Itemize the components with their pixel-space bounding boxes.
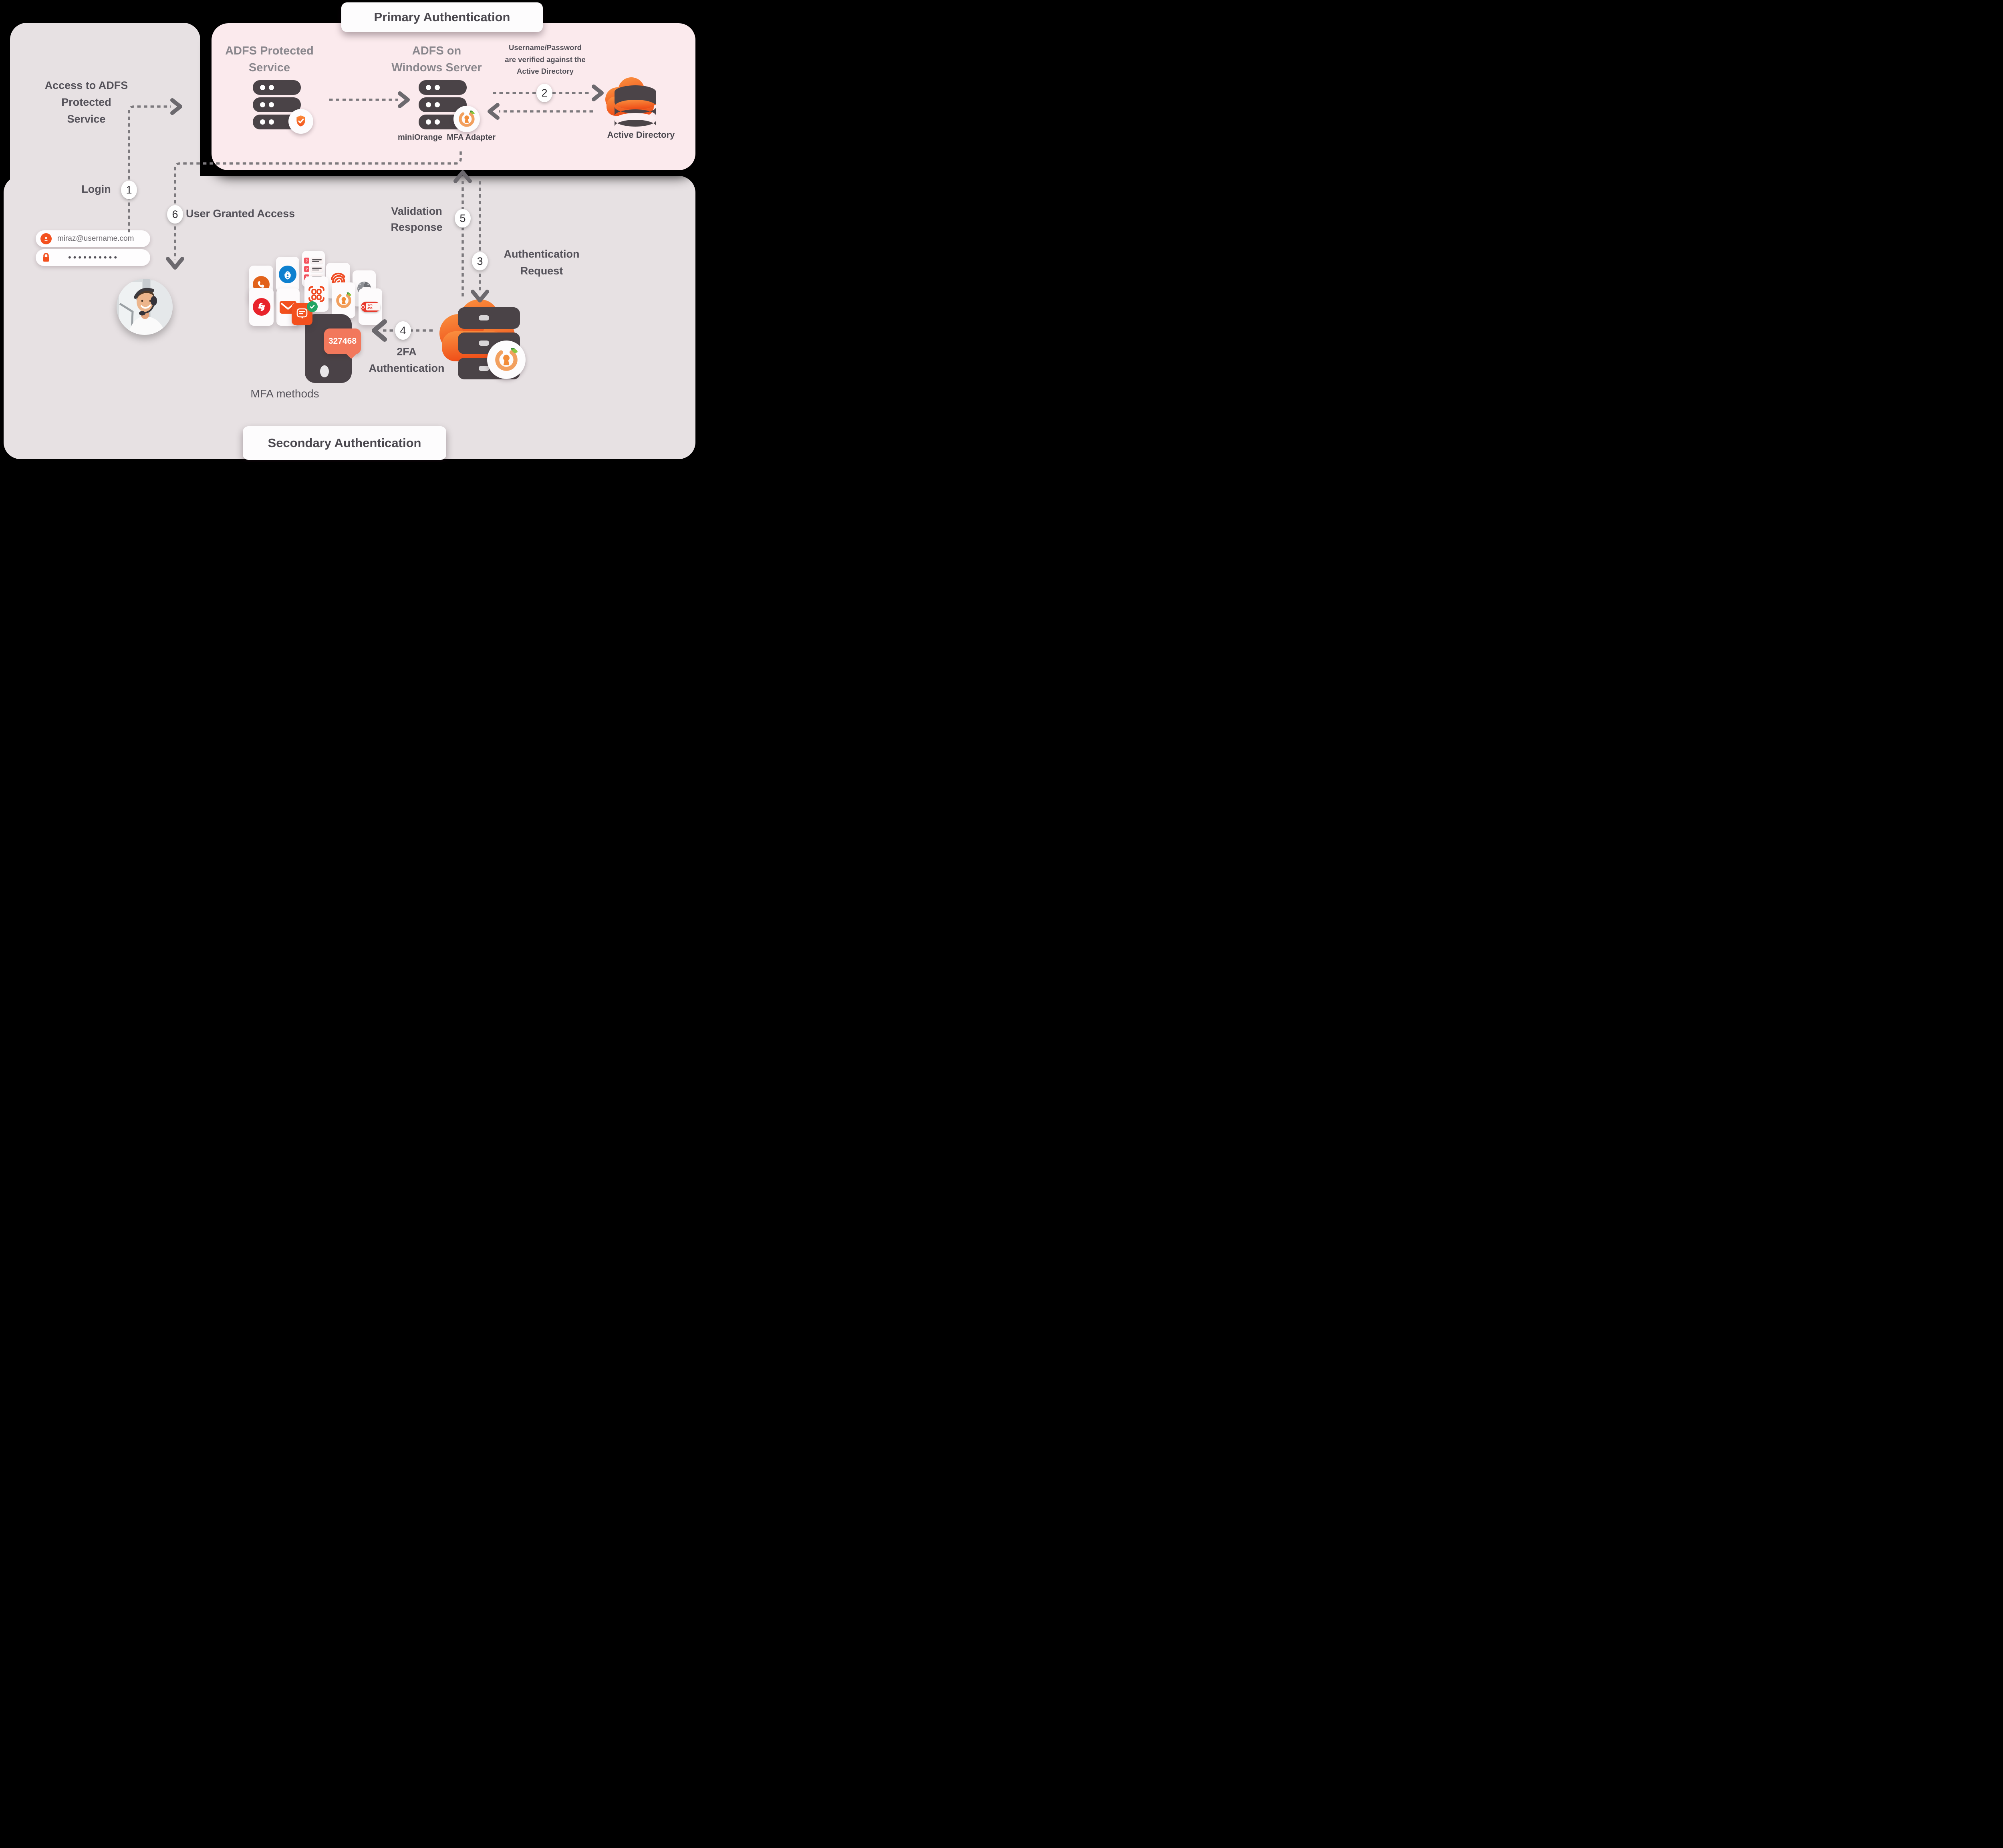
token-display: 123 456 <box>366 303 380 310</box>
shield-check-icon <box>288 109 313 134</box>
user-icon <box>40 233 52 244</box>
secondary-auth-title-box: Secondary Authentication <box>243 426 446 460</box>
miniorange-cloud-badge-icon <box>487 341 526 379</box>
step-6-badge: 6 <box>167 205 183 224</box>
security-questions-icon: ? <box>304 258 323 264</box>
authentication-request-label: Authentication Request <box>504 248 580 277</box>
authenticator-lock-icon <box>279 265 296 283</box>
mfa-card-authenticator-lock <box>276 257 299 292</box>
access-service-label: Access to ADFS Protected Service <box>44 79 128 125</box>
phone-home-button <box>320 365 329 377</box>
hardware-token-icon: 123 456 <box>361 301 380 312</box>
secondary-auth-title: Secondary Authentication <box>268 436 421 450</box>
mfa-card-hardware-token: 123 456 <box>359 288 382 325</box>
miniorange-adapter-icon <box>453 106 480 132</box>
primary-auth-title: Primary Authentication <box>374 10 510 24</box>
adfs-protected-service-label: ADFS Protected Service <box>225 44 314 74</box>
login-label: Login <box>81 183 111 195</box>
diagram-canvas: Primary Authentication Secondary Authent… <box>0 0 698 462</box>
twofa-label: 2FA Authentication <box>369 346 445 374</box>
verify-note: Username/Password are verified against t… <box>505 43 586 75</box>
miniorange-authenticator-icon <box>335 291 353 310</box>
username-value: miraz@username.com <box>57 234 134 243</box>
lock-icon <box>42 253 50 262</box>
active-directory-label: Active Directory <box>607 130 675 140</box>
otp-bubble: 327468 <box>324 328 361 359</box>
authy-icon <box>252 298 270 316</box>
step-4-badge: 4 <box>395 321 411 340</box>
sms-check-icon <box>307 301 318 312</box>
primary-auth-title-box: Primary Authentication <box>341 2 543 32</box>
password-field[interactable]: •••••••••• <box>36 249 150 266</box>
step-2-badge: 2 <box>536 84 552 102</box>
otp-code: 327468 <box>328 337 357 346</box>
user-granted-label: User Granted Access <box>186 208 295 220</box>
username-field[interactable]: miraz@username.com <box>36 230 150 247</box>
mfa-methods-label: MFA methods <box>250 387 319 400</box>
mfa-card-miniorange <box>332 282 355 318</box>
mfa-card-authy <box>249 288 274 326</box>
miniorange-adapter-label: miniOrange MFA Adapter <box>397 133 496 142</box>
adfs-windows-server-label: ADFS on Windows Server <box>391 44 482 74</box>
adfs-windows-server-icon <box>419 80 495 136</box>
active-directory-icon <box>599 75 659 135</box>
step-1-badge: 1 <box>121 181 137 199</box>
qr-code-icon <box>308 285 325 303</box>
step-3-badge: 3 <box>472 252 488 270</box>
user-avatar <box>117 279 173 335</box>
password-value: •••••••••• <box>68 252 119 262</box>
sms-icon <box>296 308 308 320</box>
validation-response-label: Validation Response <box>391 205 443 233</box>
step-5-badge: 5 <box>455 209 471 228</box>
